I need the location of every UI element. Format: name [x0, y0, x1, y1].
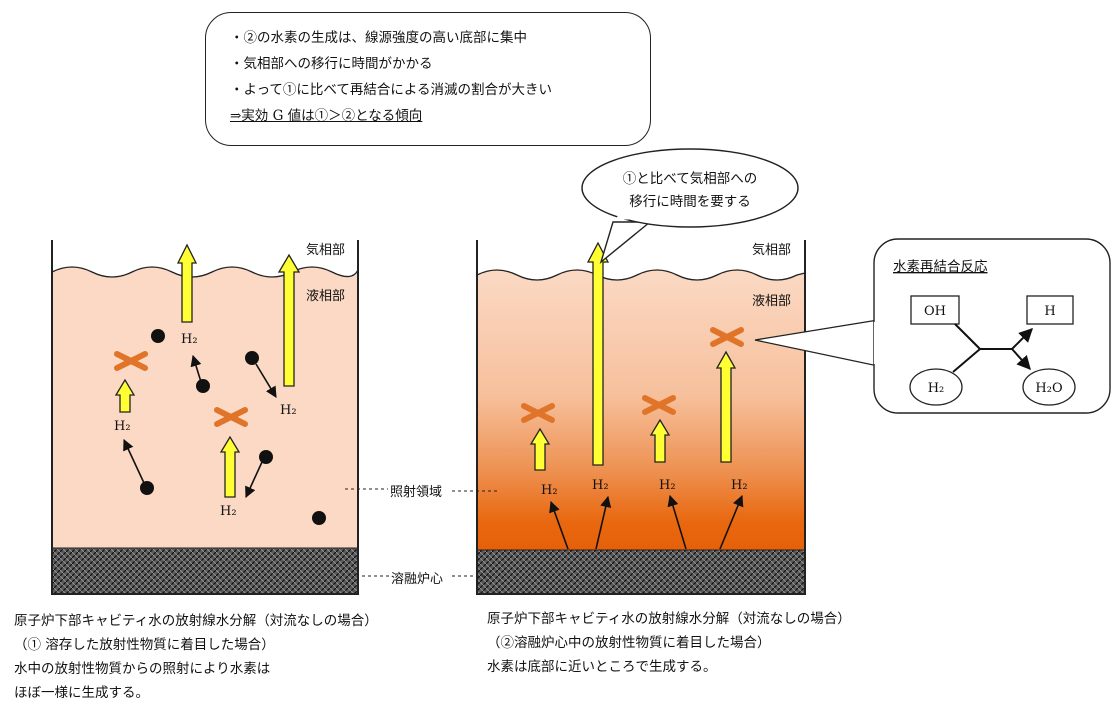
h-box — [1026, 295, 1074, 325]
note-line-1: ・②の水素の生成は、線源強度の高い底部に集中 — [230, 30, 527, 46]
h2-label: H₂ — [114, 419, 131, 434]
h2-label: H₂ — [181, 332, 198, 347]
h2-rise-arrow — [277, 253, 301, 387]
summary-note-box: ・②の水素の生成は、線源強度の高い底部に集中 ・気相部への移行に時間がかかる ・… — [205, 12, 651, 146]
gas-phase-label-left: 気相部 — [306, 242, 345, 258]
h2-label: H₂ — [731, 478, 748, 493]
recombination-x-mark — [114, 351, 148, 371]
h2-rise-arrow — [114, 378, 136, 413]
caption-right-line-3: 水素は底部に近いところで生成する。 — [487, 659, 717, 675]
h2-rise-arrow — [649, 418, 671, 463]
h2-generation-arrow — [190, 354, 202, 383]
h2-generation-arrow — [549, 500, 569, 550]
caption-right: 原子炉下部キャビティ水の放射線水分解（対流なしの場合） （②溶融炉心中の放射性物… — [487, 607, 851, 679]
radioactive-particle — [140, 481, 154, 495]
h2o-product-label: H₂O — [1035, 381, 1062, 396]
left-tank-wall — [51, 240, 359, 595]
caption-left-line-3: 水中の放射性物質からの照射により水素は — [14, 661, 271, 677]
bubble-line-1: ①と比べて気相部への — [623, 171, 757, 187]
right-liquid — [477, 270, 805, 550]
right-water-surface — [476, 269, 806, 281]
oh-label: OH — [924, 304, 946, 319]
h2o-ellipse — [1022, 368, 1076, 406]
caption-right-line-1: 原子炉下部キャビティ水の放射線水分解（対流なしの場合） — [487, 611, 851, 627]
recombination-x-mark — [642, 395, 676, 415]
note-line-2: ・気相部への移行に時間がかかる — [230, 56, 433, 72]
h2-generation-arrow — [255, 363, 277, 398]
h2-rise-arrow — [529, 427, 551, 471]
note-line-4: ⇒実効 G 値は①＞②となる傾向 — [230, 108, 423, 124]
left-liquid — [52, 267, 358, 548]
liquid-phase-label-right: 液相部 — [752, 294, 791, 309]
molten-core-label: 溶融炉心 — [391, 572, 443, 587]
left-water-surface — [51, 266, 359, 278]
recombination-x-mark — [214, 407, 248, 427]
h2-generation-arrow — [667, 494, 687, 550]
h-label: H — [1044, 304, 1055, 319]
h2-ellipse — [909, 368, 963, 406]
recombination-callout — [754, 238, 1111, 414]
h2-generation-arrow — [595, 495, 612, 550]
gas-phase-label-right: 気相部 — [752, 242, 791, 258]
h2-label: H₂ — [659, 478, 676, 493]
liquid-phase-label-left: 液相部 — [306, 289, 345, 304]
radioactive-particle — [151, 329, 165, 343]
h2-label: H₂ — [280, 403, 297, 418]
h2-label: H₂ — [541, 483, 558, 498]
reaction-lines — [952, 323, 1033, 373]
h2-label: H₂ — [592, 478, 609, 493]
recombination-x-mark — [521, 403, 555, 423]
h2-reactant-label: H₂ — [928, 381, 945, 396]
right-tank-wall — [476, 240, 806, 595]
right-tank — [476, 240, 806, 595]
oh-box — [910, 295, 960, 325]
radioactive-particle — [196, 379, 210, 393]
h2-generation-arrow — [719, 494, 744, 550]
caption-left-line-1: 原子炉下部キャビティ水の放射線水分解（対流なしの場合） — [14, 613, 378, 629]
note-line-3: ・よって①に比べて再結合による消滅の割合が大きい — [230, 82, 552, 98]
h2-rise-arrow — [176, 243, 198, 323]
radioactive-particle — [312, 511, 326, 525]
h2-rise-arrow — [219, 435, 241, 498]
h2-generation-arrow — [245, 461, 263, 499]
bubble-line-2: 移行に時間を要する — [629, 194, 751, 210]
h2-rise-arrow — [715, 350, 737, 463]
caption-left: 原子炉下部キャビティ水の放射線水分解（対流なしの場合） （① 溶存した放射性物質… — [14, 609, 378, 705]
left-tank — [51, 240, 359, 595]
left-molten-core — [51, 547, 359, 595]
recombination-title: 水素再結合反応 — [893, 259, 988, 275]
radioactive-particle — [245, 351, 259, 365]
radioactive-particle — [259, 450, 273, 464]
caption-left-line-2: （① 溶存した放射性物質に着目した場合） — [14, 637, 275, 653]
h2-label: H₂ — [220, 504, 237, 519]
h2-rise-arrow — [586, 241, 610, 466]
irradiation-zone-label: 照射領域 — [390, 484, 442, 500]
caption-left-line-4: ほぼ一様に生成する。 — [14, 685, 149, 701]
h2-generation-arrow — [123, 438, 145, 484]
right-molten-core — [476, 549, 806, 595]
recombination-x-mark — [710, 327, 744, 347]
speech-bubble — [581, 148, 799, 264]
caption-right-line-2: （②溶融炉心中の放射性物質に着目した場合） — [487, 635, 771, 651]
